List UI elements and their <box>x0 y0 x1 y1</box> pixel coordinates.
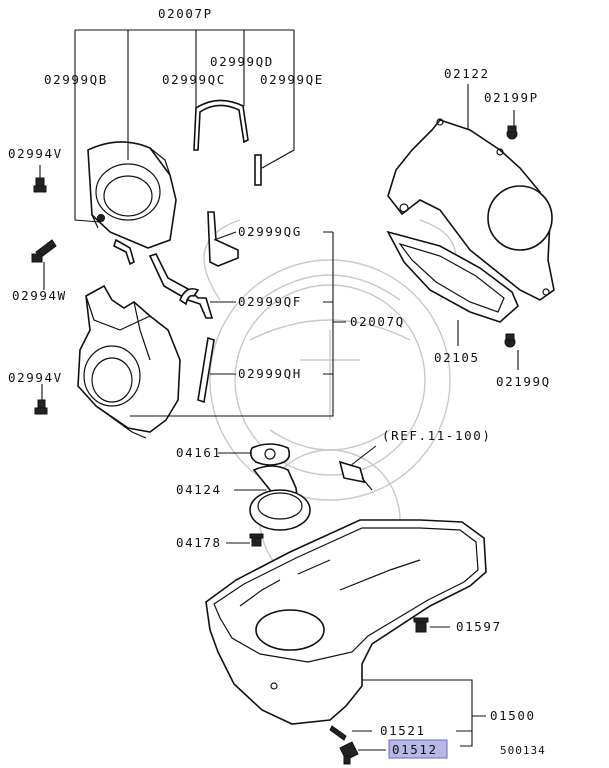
upper-timing-cover[interactable] <box>87 141 177 249</box>
gasket-01521[interactable] <box>329 725 347 741</box>
label-02999QG[interactable]: 02999QG <box>238 224 302 239</box>
label-02999QC[interactable]: 02999QC <box>162 72 226 87</box>
label-02999QE[interactable]: 02999QE <box>260 72 324 87</box>
label-02999QF[interactable]: 02999QF <box>238 294 302 309</box>
label-02994V-bottom[interactable]: 02994V <box>8 370 63 385</box>
label-02105[interactable]: 02105 <box>434 350 480 365</box>
bolt-04178[interactable] <box>249 533 264 547</box>
label-04124[interactable]: 04124 <box>176 482 222 497</box>
label-01500[interactable]: 01500 <box>490 708 536 723</box>
label-04161[interactable]: 04161 <box>176 445 222 460</box>
label-02007Q[interactable]: 02007Q <box>350 314 405 329</box>
rear-plate-02122[interactable] <box>387 118 555 301</box>
gasket-04161[interactable] <box>249 443 291 466</box>
label-02999QH[interactable]: 02999QH <box>238 366 302 381</box>
bolt-02199Q[interactable] <box>504 333 516 348</box>
label-02122[interactable]: 02122 <box>444 66 490 81</box>
label-04178[interactable]: 04178 <box>176 535 222 550</box>
gasket-02105[interactable] <box>386 230 519 323</box>
leader-lines <box>39 29 519 751</box>
label-02199P[interactable]: 02199P <box>484 90 539 105</box>
label-01512[interactable]: 01512 <box>392 742 438 757</box>
bolt-02994V-bottom[interactable] <box>34 399 48 415</box>
lower-timing-cover[interactable] <box>77 284 181 439</box>
strainer-04124[interactable] <box>249 465 311 531</box>
seal-02999QH[interactable] <box>197 336 215 404</box>
seal-02999QB[interactable] <box>113 238 135 266</box>
label-01521[interactable]: 01521 <box>380 723 426 738</box>
seal-02999QC[interactable] <box>193 99 249 151</box>
label-01597[interactable]: 01597 <box>456 619 502 634</box>
seal-02999QG[interactable] <box>207 211 239 267</box>
seal-02999QE[interactable] <box>254 154 262 186</box>
label-02007P[interactable]: 02007P <box>158 6 213 21</box>
label-02994V-top[interactable]: 02994V <box>8 146 63 161</box>
bolt-02994W[interactable] <box>31 239 57 263</box>
drain-plug-01512[interactable] <box>339 741 359 765</box>
oil-pan-01500[interactable] <box>205 519 487 725</box>
diagram-id: 500134 <box>500 744 546 757</box>
bolt-02199P[interactable] <box>506 125 518 140</box>
label-02999QB[interactable]: 02999QB <box>44 72 108 87</box>
highlight-01512 <box>388 739 448 759</box>
label-02999QD[interactable]: 02999QD <box>210 54 274 69</box>
sensor-ref-11-100[interactable] <box>338 460 373 491</box>
label-ref-11-100[interactable]: (REF.11-100) <box>382 428 492 443</box>
label-02199Q[interactable]: 02199Q <box>496 374 551 389</box>
bolt-02994V-top[interactable] <box>33 177 47 193</box>
seal-02999QF[interactable] <box>148 253 214 319</box>
drain-bolt-01597[interactable] <box>413 617 429 633</box>
label-02994W[interactable]: 02994W <box>12 288 67 303</box>
